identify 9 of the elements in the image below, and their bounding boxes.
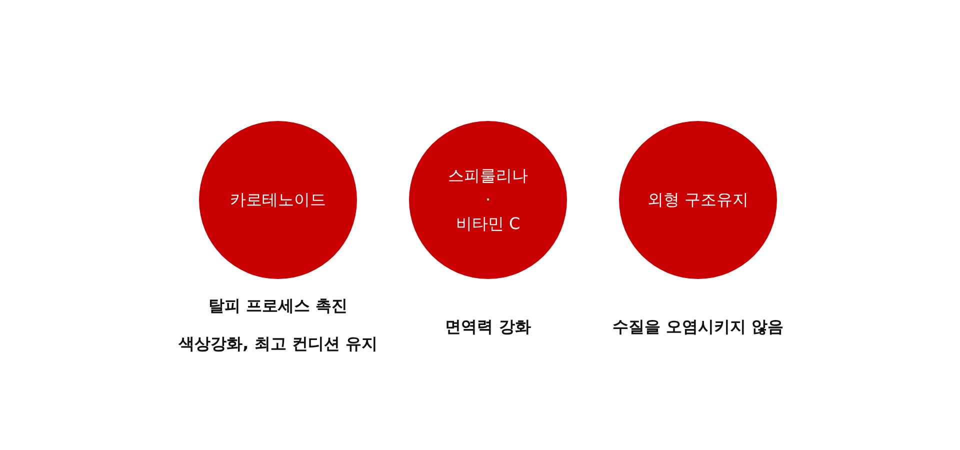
circle-label: 카로테노이드 <box>230 189 326 211</box>
node-label: 수질을 오염시키지 않음 <box>612 317 784 337</box>
circle-label: · <box>485 189 491 211</box>
circle-label: 스피룰리나 <box>448 165 528 187</box>
node-label: 탈피 프로세스 촉진 <box>208 296 348 316</box>
circle-label: 외형 구조유지 <box>647 189 749 211</box>
circle-label: 비타민 C <box>456 213 520 235</box>
node-label: 면역력 강화 <box>445 317 531 337</box>
node-label: 색상강화, 최고 컨디션 유지 <box>178 334 378 354</box>
